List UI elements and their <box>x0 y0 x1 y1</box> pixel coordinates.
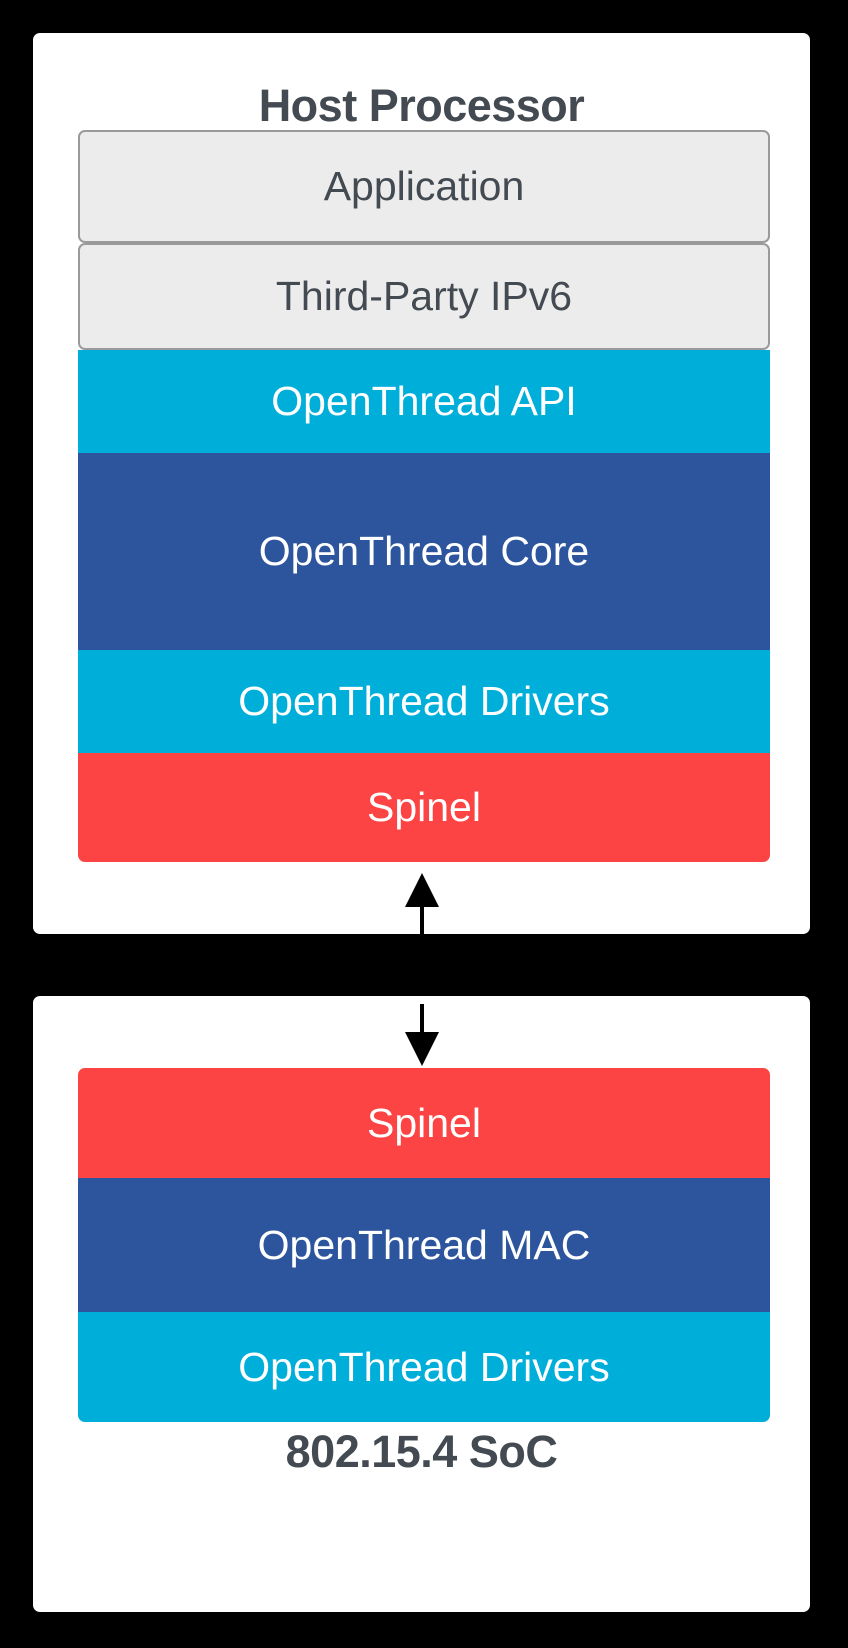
block-openthread-drivers-host-label: OpenThread Drivers <box>238 678 610 724</box>
block-openthread-api: OpenThread API <box>78 350 770 453</box>
block-openthread-api-label: OpenThread API <box>271 378 577 424</box>
arrow-down-shaft <box>419 1004 424 1038</box>
block-openthread-drivers-host: OpenThread Drivers <box>78 650 770 753</box>
block-openthread-core-label: OpenThread Core <box>258 528 590 574</box>
host-processor-title: Host Processor <box>258 80 585 131</box>
arrow-down-icon <box>404 1004 439 1066</box>
arrow-up-shaft <box>419 903 424 934</box>
block-spinel-host-label: Spinel <box>367 784 481 830</box>
arrow-up-head <box>404 873 439 907</box>
block-spinel-soc-label: Spinel <box>367 1099 481 1146</box>
connector-shaft <box>422 934 426 996</box>
block-third-party-ipv6-label: Third-Party IPv6 <box>275 273 573 319</box>
host-processor-card: Host Processor Application Third-Party I… <box>33 33 810 934</box>
block-openthread-drivers-soc: OpenThread Drivers <box>78 1312 770 1422</box>
arrow-down-head <box>404 1032 439 1066</box>
soc-card: Spinel OpenThread MAC OpenThread Drivers… <box>33 996 810 1612</box>
block-openthread-mac: OpenThread MAC <box>78 1178 770 1312</box>
block-application: Application <box>78 130 770 243</box>
soc-title: 802.15.4 SoC <box>285 1426 558 1477</box>
block-openthread-drivers-soc-label: OpenThread Drivers <box>238 1343 610 1390</box>
block-spinel-host: Spinel <box>78 753 770 862</box>
block-application-label: Application <box>323 163 525 209</box>
block-third-party-ipv6: Third-Party IPv6 <box>78 243 770 350</box>
arrow-up-icon <box>404 873 439 934</box>
block-openthread-core: OpenThread Core <box>78 453 770 650</box>
block-openthread-mac-label: OpenThread MAC <box>257 1221 591 1268</box>
block-spinel-soc: Spinel <box>78 1068 770 1178</box>
